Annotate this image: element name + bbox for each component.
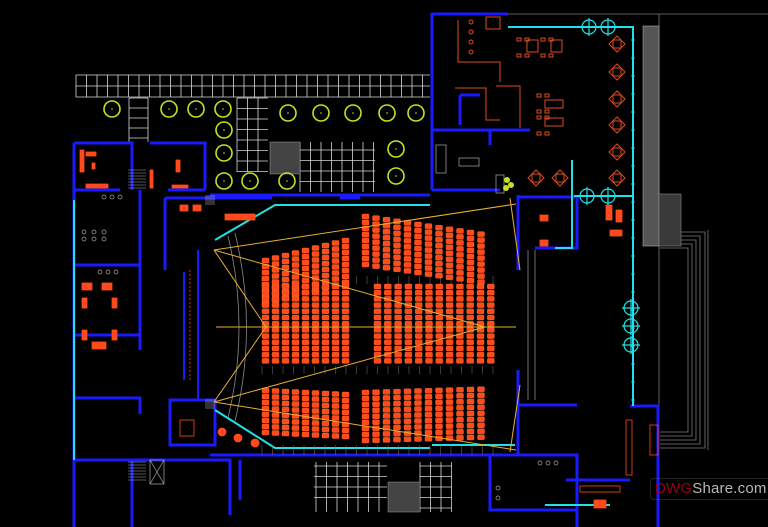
paving-grid-plaza xyxy=(236,97,375,192)
walls xyxy=(72,12,660,527)
shrub xyxy=(503,177,514,191)
watermark-suffix: Share.com xyxy=(692,480,767,497)
glass-column-markers xyxy=(578,18,640,402)
trees xyxy=(103,100,425,190)
watermark: DWGShare.com xyxy=(650,478,768,500)
cafe-furniture xyxy=(455,16,626,187)
ramp-hatch xyxy=(642,25,682,247)
stairs xyxy=(128,169,215,481)
office-furniture xyxy=(79,149,659,509)
watermark-brand: DWG xyxy=(655,480,693,497)
paving-grid-top xyxy=(75,74,430,142)
sightlines xyxy=(213,197,521,453)
paving-grid-bottom xyxy=(314,462,452,513)
restroom-fixtures xyxy=(81,144,559,501)
